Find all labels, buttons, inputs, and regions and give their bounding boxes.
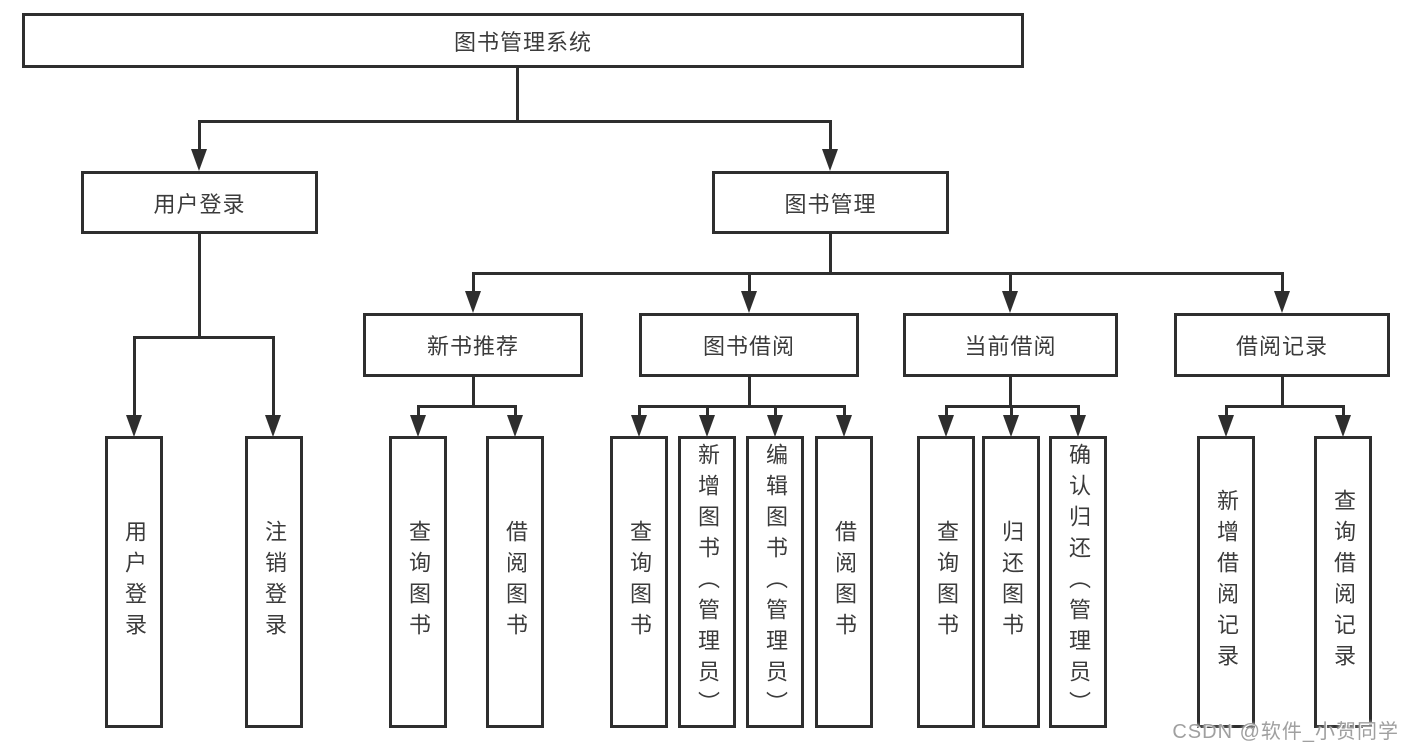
connector-drop-section	[748, 272, 751, 293]
leaf-return-books: 归还图书	[982, 436, 1040, 728]
arrow-down-icon	[265, 415, 281, 437]
connector-drop-leaf	[514, 405, 517, 417]
leaf-user-login: 用户登录	[105, 436, 163, 728]
connector-drop-leaf	[133, 336, 136, 417]
connector-section-rail	[417, 405, 517, 408]
connector-drop-leaf	[638, 405, 641, 417]
node-borrowing-records: 借阅记录	[1174, 313, 1390, 377]
leaf-label: 查询图书	[406, 520, 431, 644]
connector-section-stem	[1009, 377, 1012, 405]
arrow-down-icon	[631, 415, 647, 437]
arrow-down-icon	[938, 415, 954, 437]
arrow-down-icon	[1003, 415, 1019, 437]
arrow-down-icon	[507, 415, 523, 437]
leaf-label: 查询图书	[934, 520, 959, 644]
leaf-confirm-return-admin: 确认归还（管理员）	[1049, 436, 1107, 728]
arrow-down-icon	[1335, 415, 1351, 437]
node-book-borrowing: 图书借阅	[639, 313, 859, 377]
connector-user-login-stem	[198, 234, 201, 336]
leaf-query-books: 查询图书	[389, 436, 447, 728]
leaf-label: 查询借阅记录	[1331, 489, 1356, 675]
arrow-down-icon	[1070, 415, 1086, 437]
connector-drop-leaf	[945, 405, 948, 417]
arrow-down-icon	[1274, 291, 1290, 313]
connector-drop-leaf	[272, 336, 275, 417]
connector-drop-leaf	[417, 405, 420, 417]
node-new-book-recommendation: 新书推荐	[363, 313, 583, 377]
node-book-management: 图书管理	[712, 171, 949, 234]
connector-root-rail	[198, 120, 832, 123]
connector-section-stem	[1281, 377, 1284, 405]
connector-user-login-rail	[133, 336, 275, 339]
connector-book-management-rail	[472, 272, 1283, 275]
arrow-down-icon	[767, 415, 783, 437]
arrow-down-icon	[1218, 415, 1234, 437]
leaf-borrow-books: 借阅图书	[815, 436, 873, 728]
leaf-logout-login: 注销登录	[245, 436, 303, 728]
leaf-label: 用户登录	[122, 520, 147, 644]
arrow-down-icon	[699, 415, 715, 437]
connector-drop-leaf	[1077, 405, 1080, 417]
leaf-add-books-admin: 新增图书（管理员）	[678, 436, 736, 728]
connector-drop-leaf	[1010, 405, 1013, 417]
leaf-label: 新增图书（管理员）	[695, 442, 720, 722]
arrow-down-icon	[465, 291, 481, 313]
leaf-label: 归还图书	[999, 520, 1024, 644]
connector-drop-leaf	[706, 405, 709, 417]
leaf-query-borrow-record: 查询借阅记录	[1314, 436, 1372, 728]
leaf-label: 借阅图书	[832, 520, 857, 644]
connector-drop-user-login	[198, 120, 201, 151]
arrow-down-icon	[1002, 291, 1018, 313]
connector-drop-leaf	[774, 405, 777, 417]
leaf-label: 查询图书	[627, 520, 652, 644]
arrow-down-icon	[191, 149, 207, 171]
leaf-add-borrow-record: 新增借阅记录	[1197, 436, 1255, 728]
arrow-down-icon	[836, 415, 852, 437]
connector-root-stem	[516, 68, 519, 120]
connector-drop-book-management	[829, 120, 832, 151]
leaf-label: 编辑图书（管理员）	[763, 442, 788, 722]
connector-drop-section	[1009, 272, 1012, 293]
connector-drop-section	[472, 272, 475, 293]
leaf-label: 确认归还（管理员）	[1066, 442, 1091, 722]
leaf-edit-books-admin: 编辑图书（管理员）	[746, 436, 804, 728]
arrow-down-icon	[741, 291, 757, 313]
connector-drop-section	[1281, 272, 1284, 293]
connector-section-stem	[748, 377, 751, 405]
connector-section-rail	[638, 405, 846, 408]
connector-drop-leaf	[1342, 405, 1345, 417]
leaf-label: 注销登录	[262, 520, 287, 644]
leaf-borrow-books: 借阅图书	[486, 436, 544, 728]
arrow-down-icon	[410, 415, 426, 437]
connector-drop-leaf	[1225, 405, 1228, 417]
leaf-label: 新增借阅记录	[1214, 489, 1239, 675]
leaf-query-books: 查询图书	[917, 436, 975, 728]
connector-section-rail	[1225, 405, 1344, 408]
node-user-login: 用户登录	[81, 171, 318, 234]
connector-book-management-stem	[829, 234, 832, 272]
node-library-management-system: 图书管理系统	[22, 13, 1024, 68]
connector-section-stem	[472, 377, 475, 405]
arrow-down-icon	[822, 149, 838, 171]
leaf-label: 借阅图书	[503, 520, 528, 644]
connector-drop-leaf	[843, 405, 846, 417]
node-current-borrowing: 当前借阅	[903, 313, 1118, 377]
watermark-text: CSDN @软件_小贺同学	[1172, 721, 1399, 743]
arrow-down-icon	[126, 415, 142, 437]
leaf-query-books: 查询图书	[610, 436, 668, 728]
